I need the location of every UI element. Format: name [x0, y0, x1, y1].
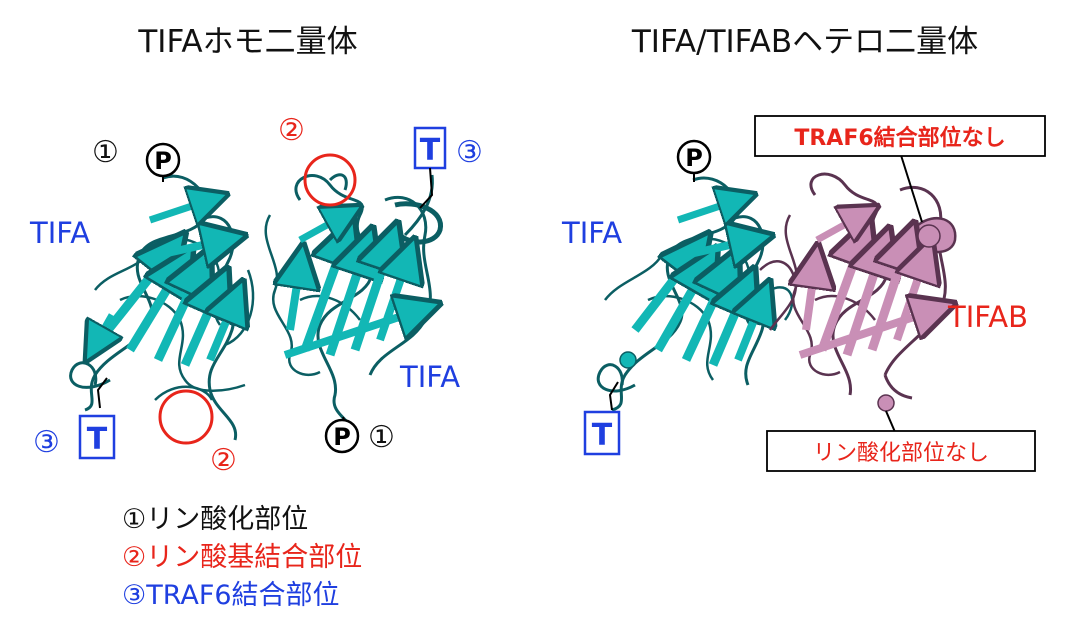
callout-no-phospho-site: リン酸化部位なし — [766, 410, 1036, 472]
title-homodimer: TIFAホモ二量体 — [137, 24, 357, 60]
phospho-marker-hetero: P — [676, 139, 712, 182]
traf6-letter: T — [87, 422, 108, 457]
traf6-box-bottom: T — [78, 377, 116, 460]
site2-marker-bottom: ② — [210, 443, 237, 478]
phospho-marker-bottom: P — [324, 416, 360, 454]
site2-circle-top — [303, 153, 357, 207]
site1-marker-top: ① — [92, 135, 119, 170]
callout-no-phospho-text: リン酸化部位なし — [813, 441, 989, 466]
traf6-box-hetero: T — [583, 381, 621, 456]
label-tifa-right: TIFA — [399, 360, 460, 394]
traf6-box-top: T — [413, 126, 447, 209]
site3-marker-top: ③ — [456, 135, 483, 170]
site2-circle-bottom — [158, 389, 214, 445]
traf6-letter: T — [592, 418, 613, 453]
legend: ①リン酸化部位 ②リン酸基結合部位 ③TRAF6結合部位 — [122, 504, 362, 611]
phospho-letter: P — [333, 423, 351, 451]
label-tifa-left: TIFA — [29, 216, 90, 250]
site3-marker-bottom: ③ — [33, 425, 60, 460]
legend-item-traf6-binding-site: ③TRAF6結合部位 — [122, 580, 340, 611]
label-tifab: TIFAB — [947, 300, 1028, 334]
tifab-protein — [759, 172, 955, 412]
phospho-marker-top: P — [145, 142, 181, 182]
tifa-protein-right — [264, 173, 441, 426]
callout-no-traf6-site: TRAF6結合部位なし — [754, 115, 1046, 223]
tifa-protein-left — [69, 174, 255, 441]
legend-item-phosphate-binding-site: ②リン酸基結合部位 — [122, 542, 362, 573]
site2-marker-top: ② — [278, 113, 305, 148]
callout-no-traf6-text: TRAF6結合部位なし — [794, 125, 1005, 151]
tifa-protein-hetero — [596, 176, 794, 412]
phospho-letter: P — [685, 144, 703, 172]
title-heterodimer: TIFA/TIFABヘテロ二量体 — [631, 24, 978, 60]
phospho-letter: P — [154, 147, 172, 175]
legend-item-phosphorylation-site: ①リン酸化部位 — [122, 504, 308, 535]
site1-marker-bottom: ① — [368, 420, 395, 455]
traf6-letter: T — [420, 133, 441, 168]
label-tifa-hetero: TIFA — [561, 216, 622, 250]
